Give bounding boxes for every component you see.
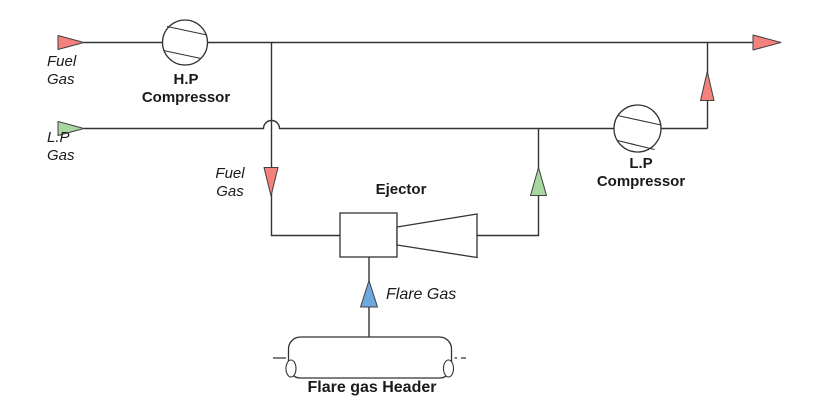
ejector-nozzle [396,213,478,259]
flare-header-pipe-end-left [285,359,297,378]
equipment [161,19,662,379]
lp-compressor-label: L.P Compressor [596,155,686,190]
fuel-gas-branch-line [270,42,340,237]
lp-gas-inlet-label: L.P Gas [47,129,75,164]
ejector-label: Ejector [375,181,427,198]
hp-compressor-symbol [161,19,209,66]
fuel-gas-branch-arrow [263,167,279,197]
flow-arrows [57,34,782,308]
fuel-gas-inlet-label: Fuel Gas [47,53,77,88]
flare-header-pipe-end-right [442,359,455,378]
flare-gas-arrow [360,280,378,308]
hp-compressor-label: H.P Compressor [141,71,231,106]
fuel-gas-outlet-arrow [752,34,782,51]
ejector-suction-arrow [530,167,547,196]
lp-compressor-blades [617,114,662,151]
flare-header-pipe [287,336,453,379]
flare-gas-header-label: Flare gas Header [307,379,437,396]
fuel-gas-inlet-arrow [57,35,85,50]
hp-compressor-blades [163,25,208,60]
ejector-outlet-line [477,128,540,237]
ejector-body [339,212,398,258]
lp-gas-inlet-arrow [57,121,85,136]
flare-gas-label: Flare Gas [386,286,457,303]
discharge-riser-arrow [700,71,715,101]
fuel-gas-branch-label: Fuel Gas [215,165,245,200]
lp-gas-line [84,119,708,130]
